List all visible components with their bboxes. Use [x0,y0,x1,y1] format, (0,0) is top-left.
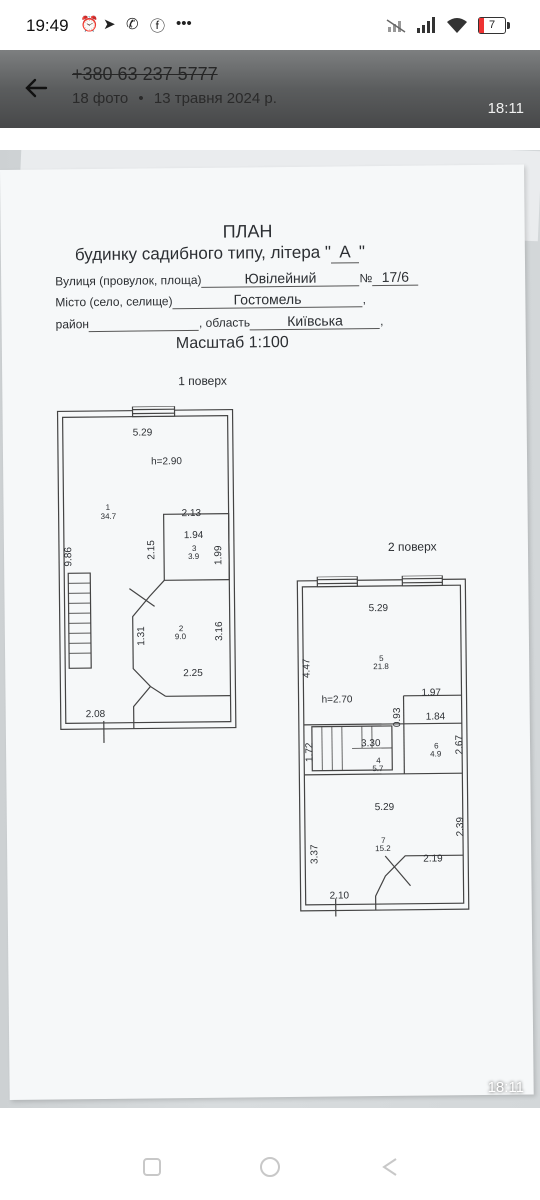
f1-room1-num: 1 [105,502,111,512]
street-value: Ювілейний [201,269,360,288]
f1-dim-194: 1.94 [183,529,204,542]
wifi-icon [447,18,467,33]
photo-meta: 18 фото • 13 травня 2024 р. [72,90,277,107]
number-value: 17/6 [372,268,419,287]
signal-icon [417,17,435,33]
street-label: Вулиця (провулок, площа) [55,272,202,289]
subtitle-end: " [358,242,366,262]
f2-room4-area: 5.7 [372,764,384,774]
viewer-header: +380 63 237 5777 18 фото • 13 травня 202… [0,50,540,128]
floor2-label: 2 поверх [387,539,437,554]
city-line: Місто (село, селище)Гостомель, [55,290,366,310]
floor-plan-document: ПЛАН будинку садибного типу, літера "А" … [0,164,534,1100]
doc-subtitle: будинку садибного типу, літера "А" [75,242,365,266]
f2-room5-area: 21.8 [373,661,389,672]
city-value: Гостомель [172,290,363,310]
facebook-icon: ⓕ [150,18,166,35]
f1-room3-area: 3.9 [188,551,200,562]
f2-dim-219: 2.19 [423,853,443,865]
scale-label: Масштаб 1:100 [175,333,289,353]
home-icon[interactable] [258,1157,282,1181]
f2-dim-mid: 5.29 [374,801,395,814]
region-label: , область [198,315,251,330]
f1-room2-area: 9.0 [174,632,187,642]
f2-dim-172: 1.72 [304,742,316,763]
doc-title: ПЛАН [222,221,273,242]
floor2-plan [296,575,470,917]
floor1-plan [56,405,237,743]
photo-count: 18 фото [72,90,129,107]
f1-dim-316: 3.16 [213,621,226,642]
back-icon[interactable] [380,1157,400,1177]
f2-dim-093: 0.93 [391,707,404,728]
photo-timestamp: 18:11 [487,1079,524,1096]
meta-separator: • [138,90,144,107]
f2-dim-330: 3.30 [360,738,381,750]
f2-room6-area: 4.9 [430,749,442,759]
number-label: № [359,271,373,286]
f2-room7-area: 15.2 [375,843,391,854]
f1-dim-986: 9.86 [63,547,75,567]
f1-dim-213: 2.13 [181,507,202,520]
viber-icon: ✆ [126,16,139,33]
f1-dim-225: 2.25 [183,667,203,680]
district-label: район [55,317,90,332]
battery-icon: 7 [478,17,510,34]
f1-dim-208: 2.08 [85,708,106,721]
f2-dim-239: 2.39 [455,816,467,837]
f1-room1-area: 34.7 [100,511,117,521]
clock: 19:49 [26,16,69,35]
recents-icon[interactable] [142,1157,162,1177]
back-arrow-icon[interactable] [20,72,52,104]
floor1-label: 1 поверх [178,373,227,389]
f2-dim-top: 5.29 [368,602,389,615]
f2-dim-337: 3.37 [309,844,321,865]
f1-dim-top: 5.29 [132,427,153,439]
f1-height: h=2.90 [151,456,182,468]
alarm-icon: ⏰ [80,16,99,33]
header-time: 18:11 [487,100,524,117]
mute-icon [386,19,406,33]
navigation-bar [0,1135,540,1200]
f2-dim-184: 1.84 [425,711,446,723]
litera-value: А [330,242,360,264]
photo-date: 13 травня 2024 р. [153,90,277,107]
f1-dim-215: 2.15 [146,540,158,560]
f1-dim-131: 1.31 [136,626,148,646]
status-bar: 19:49 ⏰ ➤ ✆ ⓕ ••• 7 [0,0,540,50]
more-dots-icon: ••• [176,15,192,32]
telegram-icon: ➤ [103,16,116,33]
subtitle-text: будинку садибного типу, літера " [74,242,332,265]
region-value: Київська [249,312,381,331]
photo-viewport[interactable]: ПЛАН будинку садибного типу, літера "А" … [0,150,540,1108]
sender-phone: +380 63 237 5777 [72,64,218,84]
f2-dim-447: 4.47 [301,658,313,679]
f2-dim-210: 2.10 [329,890,350,902]
spacer [0,128,540,150]
f2-dim-197: 1.97 [421,687,442,699]
f1-dim-199: 1.99 [213,545,225,566]
f2-height: h=2.70 [321,694,353,706]
f2-dim-267: 2.67 [454,734,466,755]
city-label: Місто (село, селище) [55,294,173,310]
